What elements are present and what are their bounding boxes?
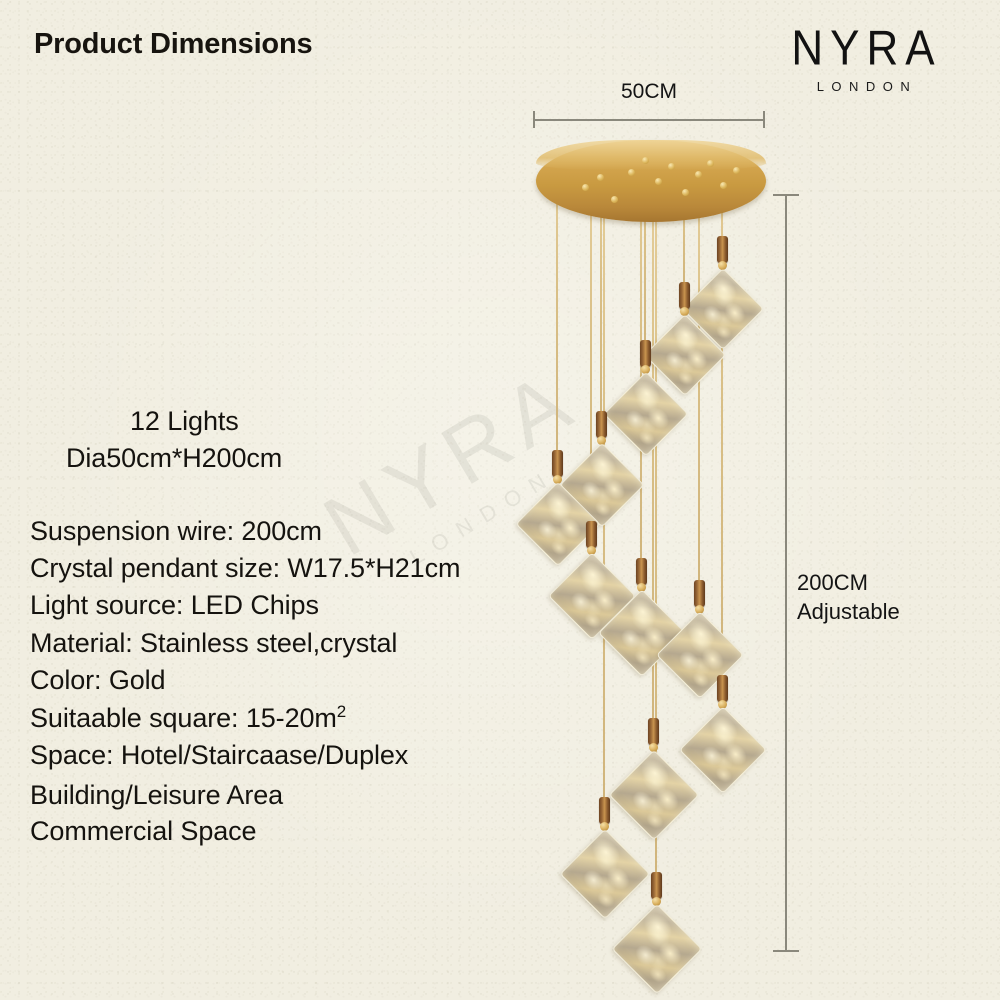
spec-space-line3: Commercial Space bbox=[30, 816, 257, 846]
canopy-anchor-11 bbox=[720, 182, 727, 189]
width-dimension-label: 50CM bbox=[620, 80, 678, 103]
suspension-wire-2 bbox=[683, 196, 685, 282]
pendant-ball-11 bbox=[599, 822, 609, 831]
spec-suspension-wire: Suspension wire: 200cm bbox=[30, 516, 322, 546]
canopy-anchor-4 bbox=[628, 169, 635, 176]
spec-material: Material: Stainless steel,crystal bbox=[30, 628, 398, 658]
spec-light-source: Light source: LED Chips bbox=[30, 590, 319, 620]
canopy-top-highlight bbox=[536, 140, 766, 170]
suspension-wire-4 bbox=[600, 181, 602, 411]
canopy-anchor-1 bbox=[582, 184, 589, 191]
pendant-ball-1 bbox=[717, 261, 727, 270]
canopy-anchor-6 bbox=[655, 178, 662, 185]
canopy-anchor-5 bbox=[642, 157, 649, 164]
brand-subtitle: LONDON bbox=[816, 79, 918, 94]
pendant-ball-5 bbox=[552, 475, 562, 484]
spec-diameter: Dia50cm*H200cm bbox=[66, 443, 283, 473]
pendant-cap-10 bbox=[647, 718, 659, 745]
suspension-wire-8 bbox=[698, 189, 700, 580]
width-dimension-line bbox=[533, 119, 765, 121]
crystal-diamond-10 bbox=[608, 749, 700, 841]
spec-suitable-area: Suitaable square: 15-20m2 bbox=[30, 702, 346, 734]
canopy-anchor-10 bbox=[707, 160, 714, 167]
canopy-anchor-12 bbox=[733, 167, 740, 174]
brand-name: NYRA bbox=[791, 20, 942, 76]
suspension-wire-3 bbox=[644, 164, 646, 340]
suspension-wire-10 bbox=[652, 194, 654, 718]
pendant-ball-2 bbox=[679, 307, 689, 316]
brand-logo: NYRA LONDON bbox=[748, 20, 978, 94]
spec-crystal-size: Crystal pendant size: W17.5*H21cm bbox=[30, 553, 461, 583]
canopy-anchor-2 bbox=[597, 174, 604, 181]
pendant-cap-1 bbox=[716, 236, 728, 263]
canopy-anchor-3 bbox=[611, 196, 618, 203]
spec-space-line2: Building/Leisure Area bbox=[30, 780, 284, 810]
spec-light-count: 12 Lights bbox=[130, 406, 239, 436]
height-dimension-adjustable: Adjustable bbox=[797, 599, 900, 625]
pendant-cap-12 bbox=[650, 872, 662, 899]
pendant-cap-11 bbox=[598, 797, 610, 824]
pendant-ball-10 bbox=[648, 743, 658, 752]
pendant-cap-7 bbox=[635, 558, 647, 585]
pendant-ball-12 bbox=[651, 897, 661, 906]
spec-space: Space: Hotel/Staircaase/Duplex bbox=[30, 740, 409, 770]
height-dimension-cap-top bbox=[773, 194, 799, 196]
canopy-anchor-8 bbox=[682, 189, 689, 196]
suspension-wire-12 bbox=[655, 185, 657, 872]
spec-suitable-area-exponent: 2 bbox=[336, 702, 347, 721]
crystal-diamond-11 bbox=[559, 828, 651, 920]
pendant-cap-6 bbox=[585, 521, 597, 548]
spec-suitable-area-text: Suitaable square: 15-20m bbox=[30, 703, 337, 733]
pendant-cap-4 bbox=[595, 411, 607, 438]
pendant-cap-5 bbox=[551, 450, 563, 477]
pendant-cap-3 bbox=[639, 340, 651, 367]
width-dimension-cap-left bbox=[533, 111, 535, 128]
height-dimension-value: 200CM bbox=[797, 570, 868, 595]
canopy-anchor-9 bbox=[695, 171, 702, 178]
suspension-wire-6 bbox=[590, 199, 592, 521]
pendant-cap-2 bbox=[678, 282, 690, 309]
pendant-ball-9 bbox=[717, 700, 727, 709]
height-dimension-label: 200CM Adjustable bbox=[797, 568, 900, 626]
height-dimension-cap-bottom bbox=[773, 950, 799, 952]
suspension-wire-5 bbox=[556, 172, 558, 450]
pendant-cap-9 bbox=[716, 675, 728, 702]
pendant-ball-4 bbox=[596, 436, 606, 445]
pendant-ball-3 bbox=[640, 365, 650, 374]
crystal-diamond-9 bbox=[679, 706, 767, 795]
canopy-anchor-7 bbox=[668, 163, 675, 170]
spec-color: Color: Gold bbox=[30, 665, 166, 695]
pendant-ball-8 bbox=[694, 605, 704, 614]
height-dimension-line bbox=[785, 194, 787, 952]
page-title: Product Dimensions bbox=[34, 28, 313, 60]
pendant-ball-6 bbox=[586, 546, 596, 555]
pendant-cap-8 bbox=[693, 580, 705, 607]
crystal-diamond-12 bbox=[611, 903, 703, 995]
pendant-ball-7 bbox=[636, 583, 646, 592]
width-dimension-cap-right bbox=[763, 111, 765, 128]
suspension-wire-9 bbox=[721, 177, 723, 675]
